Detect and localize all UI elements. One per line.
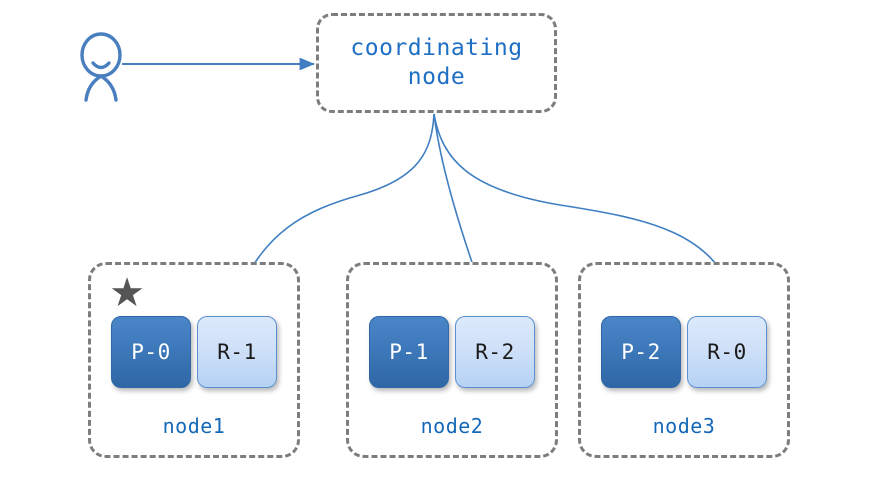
shard-r-1[interactable]: R-1 [197,316,277,388]
shard-row: P-2 R-0 [581,316,787,388]
star-icon: ★ [109,270,145,316]
node-label-node3: node3 [652,414,716,438]
shard-r-0[interactable]: R-0 [687,316,767,388]
node-container-node2[interactable]: P-1 R-2 node2 [346,262,558,458]
shard-row: P-0 R-1 [91,316,297,388]
coordinating-node-label: coordinating node [350,34,523,90]
shard-row: P-1 R-2 [349,316,555,388]
node-label-node2: node2 [420,414,484,438]
shard-r-2[interactable]: R-2 [455,316,535,388]
shard-p-2[interactable]: P-2 [601,316,681,388]
shard-p-0[interactable]: P-0 [111,316,191,388]
person-icon [80,32,122,102]
node-container-node1[interactable]: ★ P-0 R-1 node1 [88,262,300,458]
node-label-node1: node1 [162,414,226,438]
shard-p-1[interactable]: P-1 [369,316,449,388]
node-container-node3[interactable]: P-2 R-0 node3 [578,262,790,458]
coordinating-node[interactable]: coordinating node [316,13,557,113]
